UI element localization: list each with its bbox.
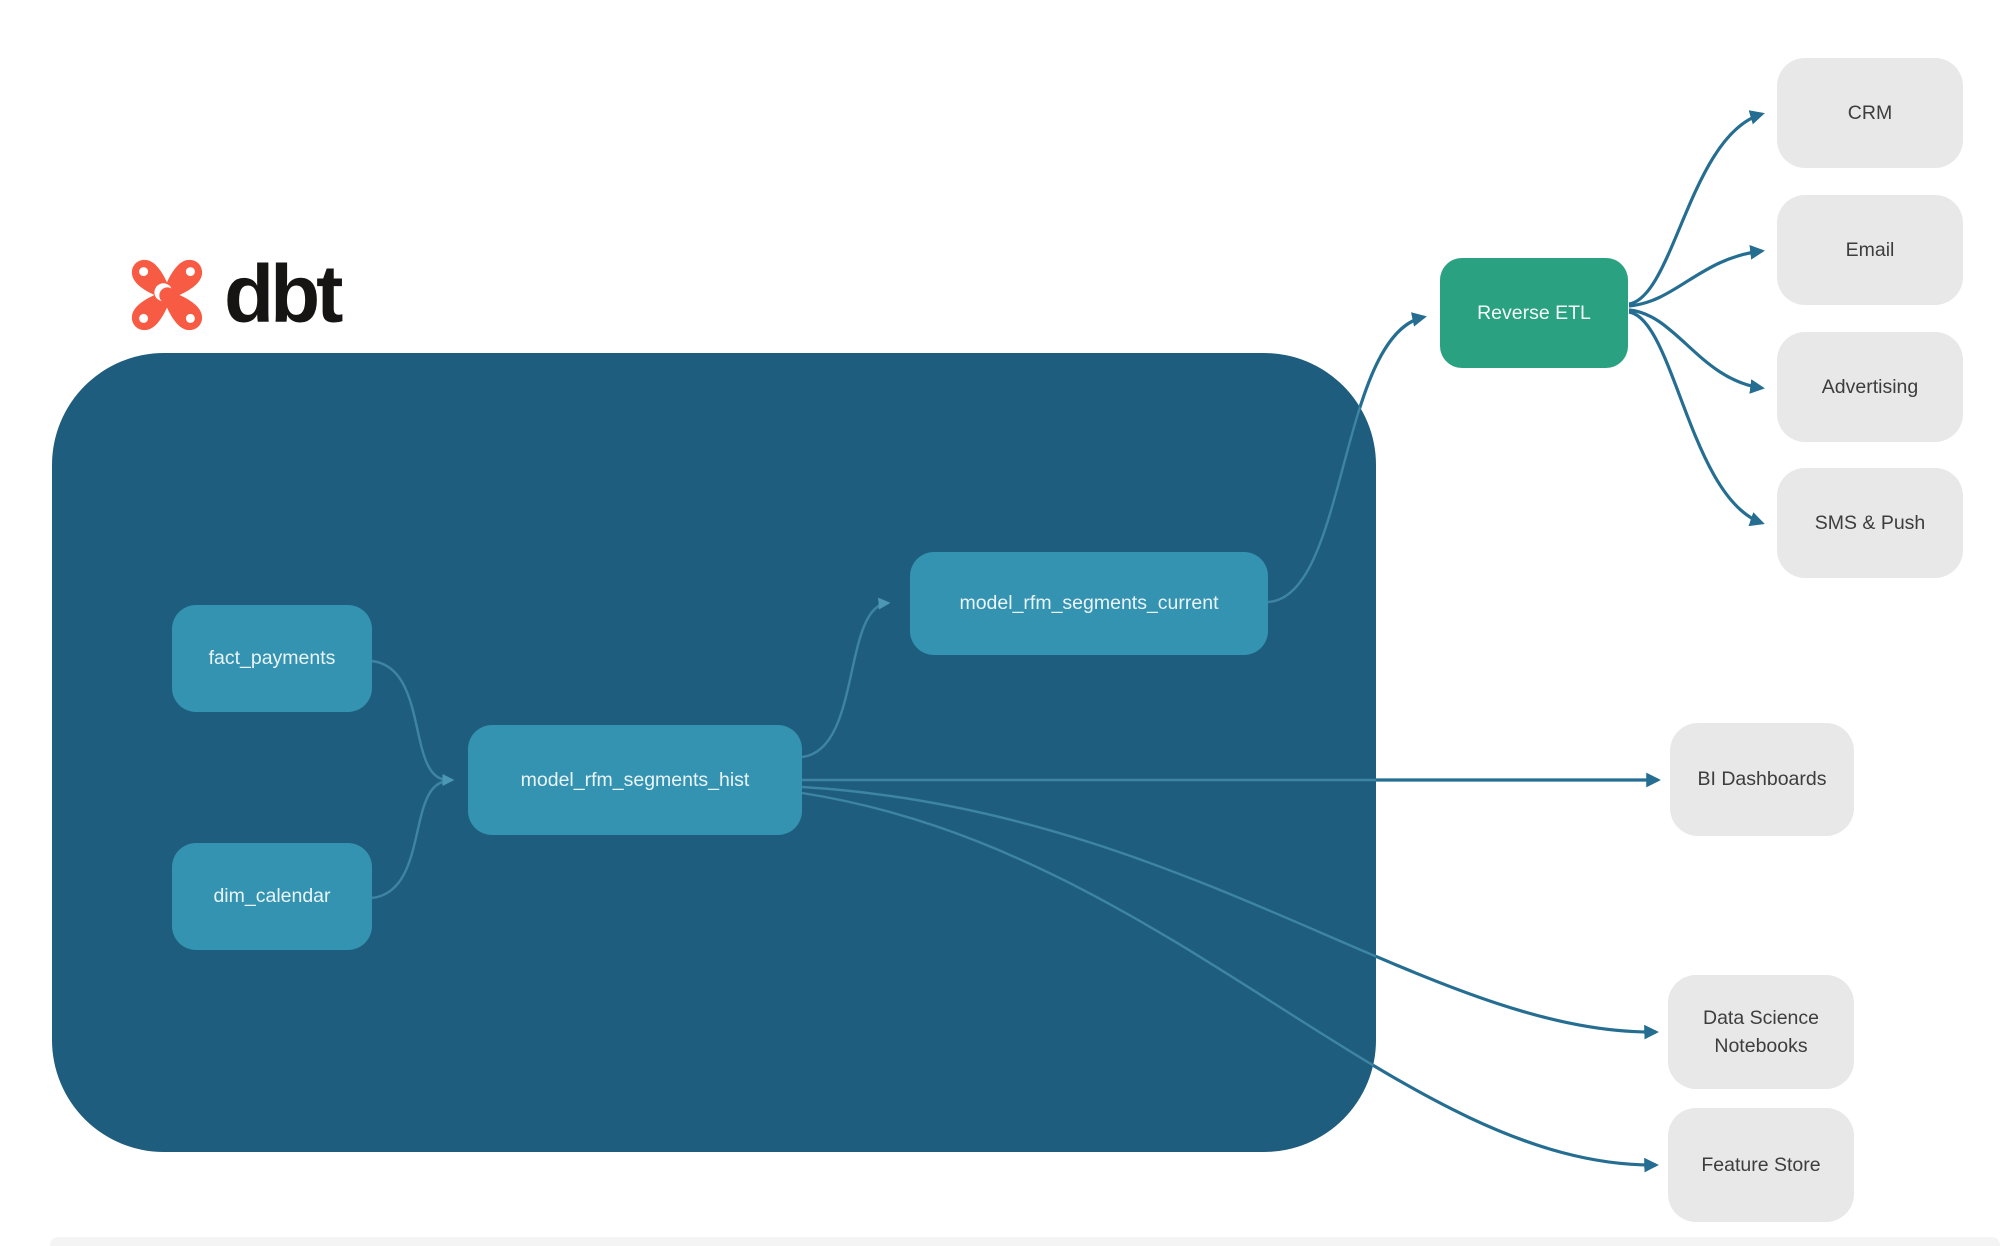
node-label: Reverse ETL <box>1477 301 1591 324</box>
node-label: model_rfm_segments_hist <box>520 768 750 791</box>
dbt-wordmark: dbt <box>224 249 344 340</box>
node-model-rfm-segments-hist: model_rfm_segments_hist <box>468 725 802 835</box>
dbt-logo: dbt <box>122 249 344 340</box>
node-label: SMS & Push <box>1814 511 1926 534</box>
node-label: model_rfm_segments_current <box>959 592 1219 615</box>
node-bi-dashboards: BI Dashboards <box>1670 723 1854 836</box>
dbt-star-icon <box>131 259 203 331</box>
node-email: Email <box>1777 195 1963 305</box>
node-advertising: Advertising <box>1777 332 1963 442</box>
node-fact-payments: fact_payments <box>172 605 372 712</box>
node-sms-push: SMS & Push <box>1777 468 1963 578</box>
node-label: BI Dashboards <box>1697 768 1827 791</box>
node-reverse-etl: Reverse ETL <box>1440 258 1628 368</box>
node-label: Email <box>1845 238 1895 261</box>
node-model-rfm-segments-current: model_rfm_segments_current <box>910 552 1268 655</box>
bottom-edge-strip <box>50 1237 2000 1246</box>
node-dim-calendar: dim_calendar <box>172 843 372 950</box>
node-data-science-notebooks: Data Science Notebooks <box>1668 975 1854 1089</box>
node-label: Feature Store <box>1701 1153 1821 1176</box>
node-feature-store: Feature Store <box>1668 1108 1854 1222</box>
node-label: fact_payments <box>208 647 336 670</box>
node-label: Advertising <box>1821 375 1919 398</box>
node-label: dim_calendar <box>213 885 331 908</box>
node-label: CRM <box>1847 101 1893 124</box>
node-crm: CRM <box>1777 58 1963 168</box>
node-label: Data Science Notebooks <box>1703 1006 1819 1057</box>
